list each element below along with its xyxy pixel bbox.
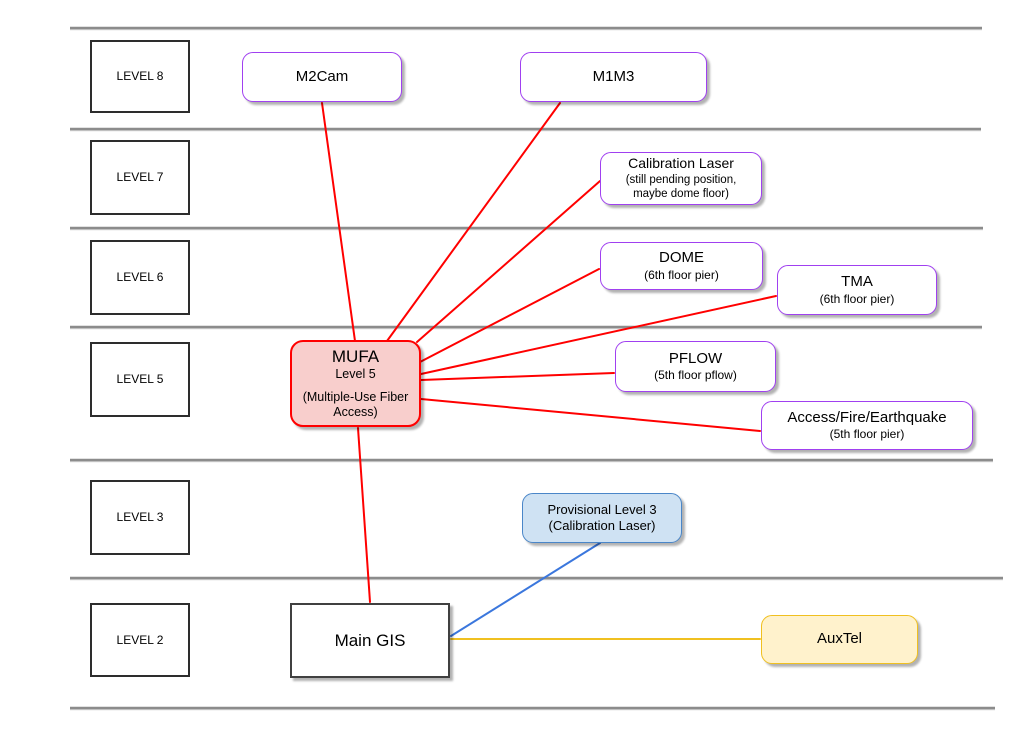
node-calibration-laser[interactable]: Calibration Laser(still pending position… bbox=[600, 152, 762, 205]
edge-mufa-callaser bbox=[416, 180, 601, 343]
node-mufa-subline-0: Level 5 bbox=[335, 367, 376, 382]
node-m1m3[interactable]: M1M3 bbox=[520, 52, 707, 102]
edge-mufa-dome bbox=[419, 268, 600, 363]
node-mufa-subline-1 bbox=[354, 383, 357, 390]
node-access-fire-earthquake[interactable]: Access/Fire/Earthquake(5th floor pier) bbox=[761, 401, 973, 450]
node-provisional-level-3-title: Provisional Level 3 bbox=[547, 501, 657, 517]
node-m2cam-title: M2Cam bbox=[295, 67, 349, 85]
node-mufa-subline-2: (Multiple-Use Fiber Access) bbox=[302, 389, 409, 420]
node-tma-subline-0: (6th floor pier) bbox=[819, 291, 895, 306]
node-pflow-title: PFLOW bbox=[668, 349, 723, 367]
node-level-3-title: LEVEL 3 bbox=[116, 510, 164, 524]
node-level-5[interactable]: LEVEL 5 bbox=[90, 342, 190, 417]
node-provisional-level-3[interactable]: Provisional Level 3(Calibration Laser) bbox=[522, 493, 682, 543]
node-level-6-title: LEVEL 6 bbox=[116, 270, 164, 284]
node-dome-title: DOME bbox=[659, 249, 704, 267]
node-mufa-title: MUFA bbox=[331, 347, 380, 366]
edge-mufa-m1m3 bbox=[386, 102, 561, 342]
connection-lines bbox=[321, 102, 777, 640]
edge-mufa-afe bbox=[420, 398, 761, 432]
node-provisional-level-3-subline-0: (Calibration Laser) bbox=[548, 518, 656, 533]
node-dome[interactable]: DOME(6th floor pier) bbox=[600, 242, 763, 290]
node-main-gis[interactable]: Main GIS bbox=[290, 603, 450, 678]
node-calibration-laser-subline-0: (still pending position, bbox=[625, 173, 737, 186]
node-access-fire-earthquake-title: Access/Fire/Earthquake bbox=[787, 408, 947, 426]
node-pflow[interactable]: PFLOW(5th floor pflow) bbox=[615, 341, 776, 392]
node-calibration-laser-subline-1: maybe dome floor) bbox=[633, 188, 729, 201]
edge-mufa-m2cam bbox=[321, 102, 356, 342]
node-dome-subline-0: (6th floor pier) bbox=[644, 267, 719, 282]
node-tma-title: TMA bbox=[841, 273, 873, 291]
node-main-gis-title: Main GIS bbox=[334, 630, 406, 650]
node-pflow-subline-0: (5th floor pflow) bbox=[654, 368, 737, 383]
level-separator-lines bbox=[70, 26, 1003, 710]
node-level-2[interactable]: LEVEL 2 bbox=[90, 603, 190, 677]
edge-mufa-tma bbox=[420, 295, 777, 375]
node-m1m3-title: M1M3 bbox=[592, 67, 635, 85]
node-level-7-title: LEVEL 7 bbox=[116, 170, 164, 184]
node-tma[interactable]: TMA(6th floor pier) bbox=[777, 265, 937, 315]
node-auxtel-title: AuxTel bbox=[816, 630, 863, 648]
node-level-6[interactable]: LEVEL 6 bbox=[90, 240, 190, 315]
node-level-2-title: LEVEL 2 bbox=[116, 632, 164, 647]
node-level-3[interactable]: LEVEL 3 bbox=[90, 480, 190, 555]
node-m2cam[interactable]: M2Cam bbox=[242, 52, 402, 102]
node-level-5-title: LEVEL 5 bbox=[116, 372, 164, 386]
node-calibration-laser-title: Calibration Laser bbox=[628, 155, 734, 172]
node-level-8-title: LEVEL 8 bbox=[116, 69, 164, 83]
edge-mufa-pflow bbox=[420, 372, 615, 381]
edge-maingis-pl3 bbox=[450, 542, 601, 637]
node-level-7[interactable]: LEVEL 7 bbox=[90, 140, 190, 215]
edge-mufa-maingis bbox=[357, 427, 371, 603]
node-access-fire-earthquake-subline-0: (5th floor pier) bbox=[829, 427, 905, 442]
node-auxtel[interactable]: AuxTel bbox=[761, 615, 918, 664]
node-level-8[interactable]: LEVEL 8 bbox=[90, 40, 190, 113]
